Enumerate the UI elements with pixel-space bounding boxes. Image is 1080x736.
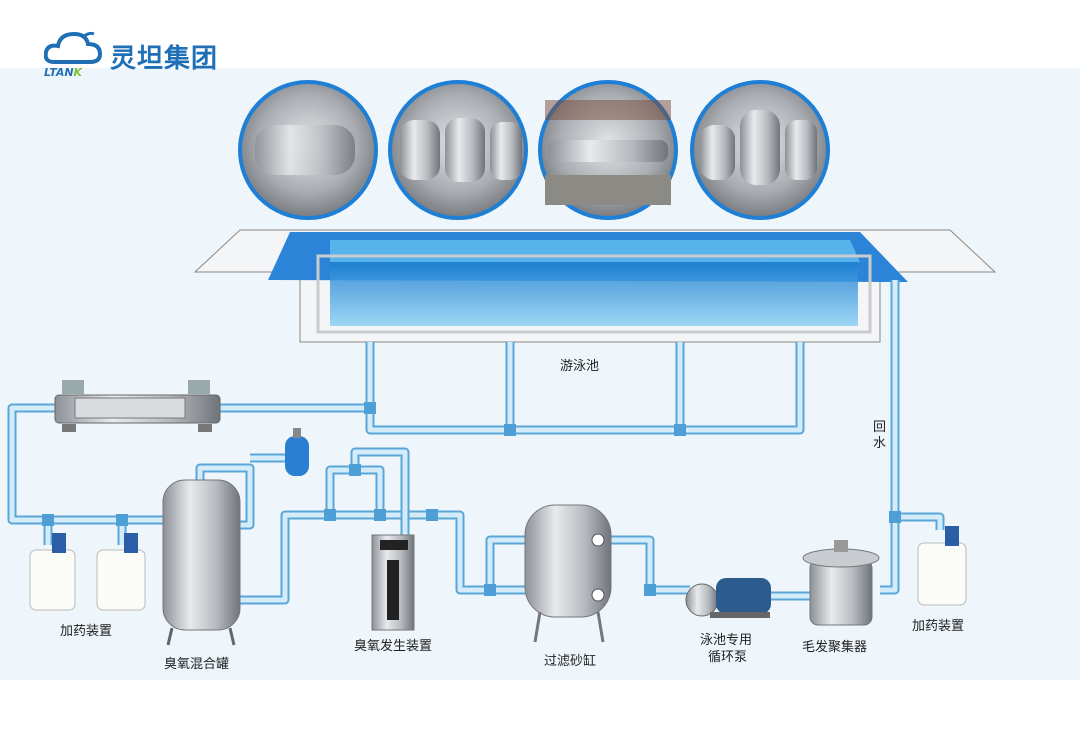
pipe-segment	[240, 512, 525, 603]
dosing-tank-right	[917, 526, 967, 606]
dosing-tank-left-2	[96, 533, 146, 611]
pipe-fitting	[484, 584, 496, 596]
pipe-fittings	[42, 402, 901, 596]
pipe-segment	[352, 449, 408, 540]
pipe-fitting	[324, 509, 336, 521]
pipe-fitting	[364, 402, 376, 414]
product-photo-1	[238, 80, 378, 220]
pipe-segment	[611, 537, 690, 593]
label-dosing-right: 加药装置	[912, 619, 965, 634]
product-photo-2	[388, 80, 528, 220]
pipe-fitting	[42, 514, 54, 526]
dosing-tank-left-1	[29, 533, 76, 611]
cloud-logo-icon	[44, 31, 103, 64]
product-photo-4	[690, 80, 830, 220]
label-dosing-left: 加药装置	[60, 624, 113, 639]
label-sand-filter: 过滤砂缸	[544, 654, 597, 669]
pipe-network	[7, 280, 945, 605]
circulation-pump	[685, 578, 771, 618]
pipe-fitting	[674, 424, 686, 436]
pipe-fitting	[889, 511, 901, 523]
logo-wordmark: LTANK	[44, 66, 83, 79]
ozone-mixing-tank	[162, 479, 241, 646]
pipe-segment	[895, 514, 943, 530]
brand-name: 灵坦集团	[110, 44, 219, 74]
pipe-segment	[325, 465, 385, 515]
expansion-tank	[285, 428, 309, 476]
pipe-segment	[9, 405, 165, 523]
uv-sterilizer	[54, 380, 221, 432]
pipe-fitting	[349, 464, 361, 476]
sand-filter	[524, 504, 612, 643]
pipe-fitting	[374, 509, 386, 521]
label-return-water: 回水	[873, 420, 887, 451]
pipe-segment	[197, 465, 253, 528]
pipe-fitting	[116, 514, 128, 526]
pipe-segment	[880, 280, 898, 593]
pipe-fitting	[426, 509, 438, 521]
pipe-fitting	[504, 424, 516, 436]
label-pump-line2: 循环泵	[708, 650, 748, 665]
label-hair-collector: 毛发聚集器	[802, 640, 868, 655]
ozone-generator	[371, 534, 415, 631]
label-pool: 游泳池	[560, 359, 600, 374]
pipe-segment	[327, 467, 383, 515]
label-ozone-generator: 臭氧发生装置	[354, 639, 433, 654]
product-photo-3	[538, 80, 678, 220]
pipe-fitting	[644, 584, 656, 596]
pipe-segment	[367, 342, 803, 433]
pipe-segment	[7, 403, 165, 525]
label-pump-line1: 泳池专用	[700, 633, 753, 648]
hair-collector	[802, 540, 880, 626]
swimming-pool	[193, 229, 997, 343]
label-ozone-mixing-tank: 臭氧混合罐	[164, 657, 230, 672]
